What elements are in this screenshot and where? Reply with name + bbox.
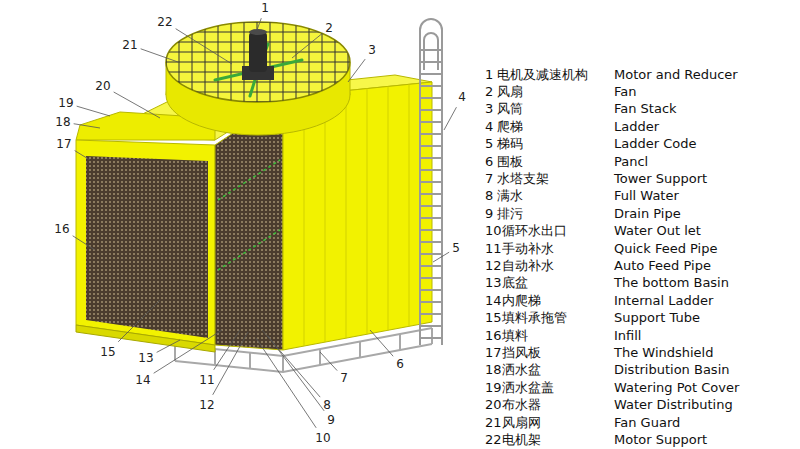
- part-name-en: Pancl: [614, 154, 648, 170]
- part-name-en: Distribution Basin: [614, 362, 729, 378]
- leader-line: [256, 338, 316, 428]
- part-name-zh: 15填料承拖管: [485, 310, 567, 326]
- part-name-zh: 18洒水盆: [485, 362, 541, 378]
- leader-line: [370, 330, 393, 356]
- part-name-en: Fan Guard: [614, 415, 680, 431]
- callout-number: 16: [54, 222, 69, 236]
- callout-number: 13: [138, 351, 153, 365]
- callout-number: 2: [325, 21, 333, 35]
- leader-line: [73, 236, 95, 250]
- callout-number: 11: [199, 373, 214, 387]
- part-name-en: The Windshield: [614, 345, 713, 361]
- part-name-en: Tower Support: [614, 171, 707, 187]
- part-name-en: Water Out let: [614, 223, 701, 239]
- part-name-zh: 11手动补水: [485, 241, 554, 257]
- leader-line: [74, 124, 100, 128]
- part-name-zh: 1 电机及减速机构: [485, 67, 588, 83]
- leader-line: [75, 151, 90, 160]
- part-name-en: Drain Pipe: [614, 206, 681, 222]
- part-name-en: Fan Stack: [614, 101, 677, 117]
- leader-line: [157, 340, 180, 352]
- part-name-en: The bottom Basin: [614, 275, 729, 291]
- leader-line: [320, 352, 337, 371]
- part-name-zh: 3 风筒: [485, 101, 523, 117]
- part-name-en: Motor Support: [614, 432, 707, 448]
- callout-number: 6: [396, 357, 404, 371]
- part-name-en: Motor and Reducer: [614, 67, 738, 83]
- part-name-en: Ladder: [614, 119, 659, 135]
- callout-number: 18: [55, 115, 70, 129]
- callout-number: 21: [122, 38, 137, 52]
- part-name-zh: 12自动补水: [485, 258, 554, 274]
- leader-line: [268, 336, 324, 411]
- part-name-en: Ladder Code: [614, 136, 696, 152]
- part-name-en: Water Distributing: [614, 397, 733, 413]
- leader-line: [433, 252, 449, 262]
- part-name-zh: 8 满水: [485, 188, 523, 204]
- leader-line: [118, 300, 160, 342]
- part-name-zh: 13底盆: [485, 275, 528, 291]
- support-lines: [218, 160, 280, 270]
- leader-line: [214, 330, 240, 370]
- callout-number: 7: [340, 371, 348, 385]
- callout-number: 4: [458, 90, 466, 104]
- part-name-zh: 19洒水盆盖: [485, 380, 554, 396]
- callout-number: 1: [261, 1, 269, 15]
- part-name-zh: 6 围板: [485, 154, 523, 170]
- part-name-en: Fan: [614, 84, 637, 100]
- part-name-zh: 7 水塔支架: [485, 171, 549, 187]
- motor-and-reducer: [242, 29, 274, 80]
- infill: [86, 156, 208, 338]
- leader-line: [176, 29, 232, 64]
- part-name-en: Watering Pot Cover: [614, 380, 739, 396]
- callout-number: 9: [327, 413, 335, 427]
- part-name-en: Support Tube: [614, 310, 700, 326]
- leader-line: [114, 92, 160, 118]
- part-name-zh: 22电机架: [485, 432, 541, 448]
- callout-number: 10: [315, 431, 330, 445]
- ladder: [420, 19, 442, 345]
- part-name-zh: 17挡风板: [485, 345, 541, 361]
- callout-number: 8: [323, 398, 331, 412]
- leader-line: [444, 107, 456, 130]
- part-name-en: Infill: [614, 328, 642, 344]
- part-name-zh: 5 梯码: [485, 136, 523, 152]
- callout-number: 3: [368, 43, 376, 57]
- part-name-zh: 16填料: [485, 328, 528, 344]
- part-name-en: Internal Ladder: [614, 293, 713, 309]
- callout-number: 5: [452, 241, 460, 255]
- callout-number: 20: [95, 79, 110, 93]
- leader-line: [348, 59, 365, 82]
- leader-line: [213, 332, 248, 395]
- part-name-zh: 2 风扇: [485, 84, 523, 100]
- leader-line: [257, 18, 261, 30]
- leader-line: [292, 34, 322, 58]
- callout-number: 22: [157, 15, 172, 29]
- part-name-en: Full Water: [614, 188, 679, 204]
- callout-number: 14: [135, 373, 150, 387]
- callout-number: 15: [100, 345, 115, 359]
- leader-line: [154, 330, 222, 373]
- part-name-en: Auto Feed Pipe: [614, 258, 711, 274]
- fan-guard-grid: [164, 20, 352, 104]
- callout-number: 19: [58, 96, 73, 110]
- part-name-zh: 4 爬梯: [485, 119, 523, 135]
- part-name-zh: 21风扇网: [485, 415, 541, 431]
- inner-infill: [215, 100, 283, 350]
- part-name-zh: 14内爬梯: [485, 293, 541, 309]
- left-block: [76, 140, 215, 345]
- callout-number: 12: [199, 398, 214, 412]
- leader-line: [141, 49, 178, 62]
- part-name-zh: 9 排污: [485, 206, 523, 222]
- part-name-en: Quick Feed Pipe: [614, 241, 717, 257]
- part-name-zh: 20布水器: [485, 397, 541, 413]
- part-name-zh: 10循环水出口: [485, 223, 567, 239]
- leader-line: [77, 106, 110, 116]
- callout-number: 17: [56, 137, 71, 151]
